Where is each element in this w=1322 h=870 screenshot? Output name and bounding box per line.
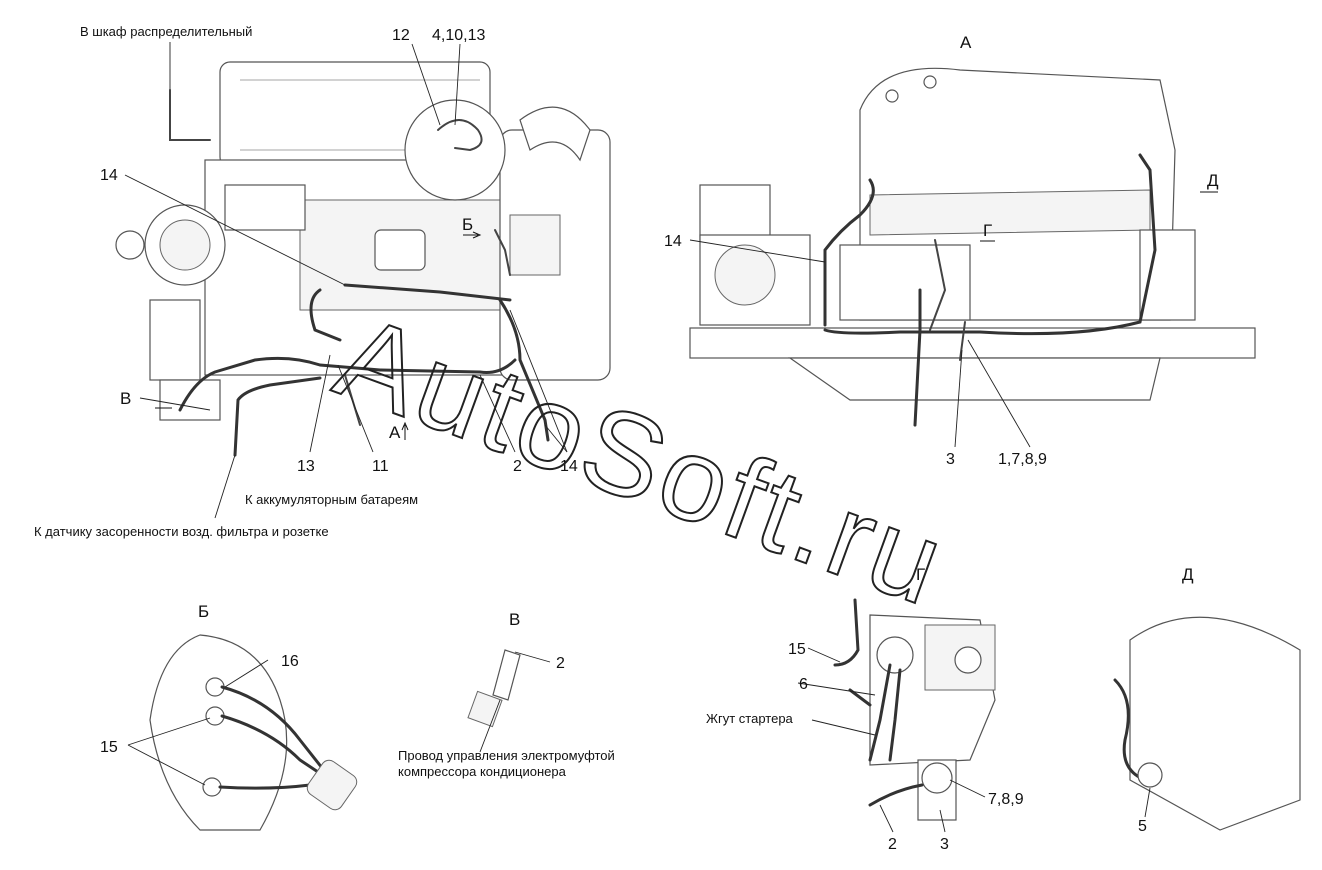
callout-7-8-9: 7,8,9: [988, 791, 1024, 808]
view-title-a: А: [960, 33, 972, 52]
detail-g: [833, 598, 996, 821]
arrow-label-v: В: [120, 389, 131, 408]
callout-2-v: 2: [556, 655, 565, 672]
label-to-sensor: К датчику засоренности возд. фильтра и р…: [34, 524, 329, 539]
label-to-batteries: К аккумуляторным батареям: [245, 492, 418, 507]
detail-b: [149, 634, 358, 831]
callout-14-right: 14: [664, 233, 682, 250]
callout-15-b: 15: [100, 739, 118, 756]
callout-3-right: 3: [946, 451, 955, 468]
callout-14-left: 14: [100, 167, 118, 184]
callout-16: 16: [281, 653, 299, 670]
label-clutch-wire-2: компрессора кондиционера: [398, 764, 567, 779]
detail-d: [1113, 616, 1301, 831]
callout-2-g: 2: [888, 836, 897, 853]
arrow-label-a: А: [389, 423, 401, 442]
view-title-b: Б: [198, 602, 209, 621]
engine-view-a: [689, 67, 1256, 427]
arrow-label-b: Б: [462, 215, 473, 234]
leader-lines: [124, 42, 1151, 833]
view-title-v: В: [509, 610, 520, 629]
engine-side-view: [115, 61, 611, 457]
label-to-cabinet: В шкаф распределительный: [80, 24, 252, 39]
arrow-label-d: Д: [1207, 171, 1219, 190]
callout-2-main: 2: [513, 458, 522, 475]
view-title-d: Д: [1182, 565, 1194, 584]
view-arrows: [155, 191, 1218, 440]
callout-12: 12: [392, 27, 410, 44]
view-title-g: Г: [916, 565, 925, 584]
label-starter-harness: Жгут стартера: [706, 711, 794, 726]
label-clutch-wire: Провод управления электромуфтой: [398, 748, 615, 763]
callout-15-g: 15: [788, 641, 806, 658]
callout-14-bottom: 14: [560, 458, 578, 475]
callout-5: 5: [1138, 818, 1147, 835]
callout-13: 13: [297, 458, 315, 475]
callout-11: 11: [372, 458, 389, 475]
callout-6: 6: [799, 676, 808, 693]
callout-3-g: 3: [940, 836, 949, 853]
callout-1-7-8-9: 1,7,8,9: [998, 451, 1047, 468]
callout-4-10-13: 4,10,13: [432, 27, 485, 44]
arrow-label-g: Г: [983, 221, 992, 240]
